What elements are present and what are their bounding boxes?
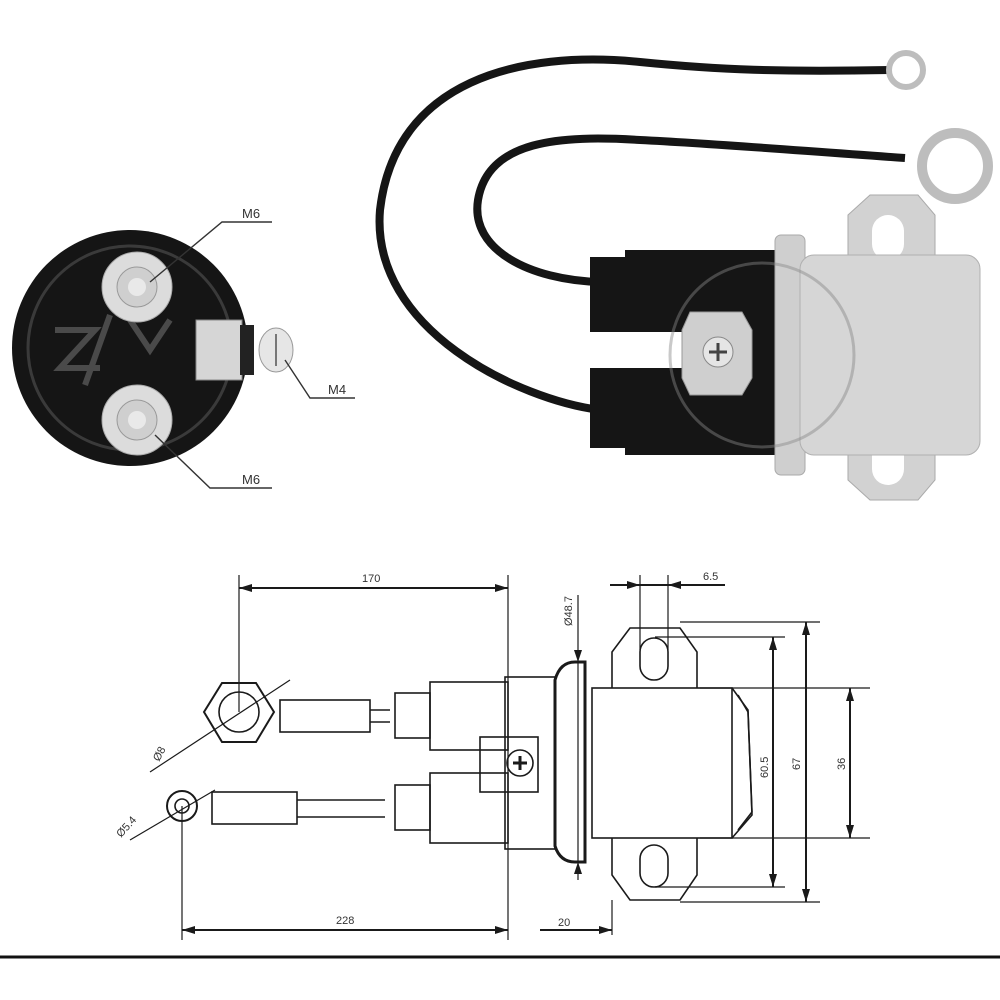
can-body	[591, 687, 733, 839]
label-20: 20	[558, 917, 570, 929]
dimension-arrows	[182, 581, 854, 934]
small-ring-terminal-icon	[886, 50, 926, 90]
bottom-lead-sleeve	[211, 791, 298, 825]
metal-can	[799, 254, 981, 456]
label-170: 170	[362, 573, 380, 585]
label-67: 67	[791, 758, 803, 770]
bottom-terminal-m6	[101, 384, 173, 456]
technical-drawing	[129, 575, 870, 940]
cap-gap	[625, 332, 685, 368]
label-36: 36	[836, 758, 848, 770]
top-terminal-m6	[101, 251, 173, 323]
label-flange-48-7: Ø48.7	[563, 596, 575, 626]
photo-watermark-icon	[668, 261, 856, 449]
end-view-leaders	[149, 221, 355, 489]
end-view-bracket-shadow	[240, 325, 254, 375]
end-view: M6 M4 M6	[12, 206, 355, 489]
top-cap	[429, 681, 509, 751]
lower-boot	[590, 368, 630, 448]
top-lead-sleeve	[279, 699, 371, 733]
lower-bracket-tab	[611, 838, 698, 901]
end-view-bracket	[195, 319, 243, 381]
upper-slot	[639, 637, 669, 681]
label-m4: M4	[328, 382, 346, 397]
upper-bracket-tab	[611, 627, 698, 688]
lower-slot	[639, 844, 669, 888]
end-view-housing	[12, 230, 248, 466]
label-228: 228	[336, 915, 354, 927]
watermark-logo-icon	[53, 313, 173, 387]
flange	[553, 660, 587, 864]
label-top-m6: M6	[242, 206, 260, 221]
bottom-cap	[429, 772, 509, 844]
drawing-screw-terminal	[479, 736, 539, 793]
label-6-5: 6.5	[703, 571, 718, 583]
product-photo	[375, 50, 993, 501]
label-60-5: 60.5	[759, 757, 771, 778]
label-ring-8: Ø8	[151, 745, 168, 764]
label-bottom-m6: M6	[242, 472, 260, 487]
long-lead-wire	[375, 55, 891, 414]
top-ring-terminal	[202, 682, 276, 743]
upper-boot	[590, 257, 630, 332]
bracket-slot-top	[872, 215, 904, 260]
bottom-boot	[394, 784, 431, 831]
short-lead-wire	[473, 134, 906, 286]
top-boot	[394, 692, 431, 739]
large-ring-terminal-icon	[917, 128, 993, 204]
